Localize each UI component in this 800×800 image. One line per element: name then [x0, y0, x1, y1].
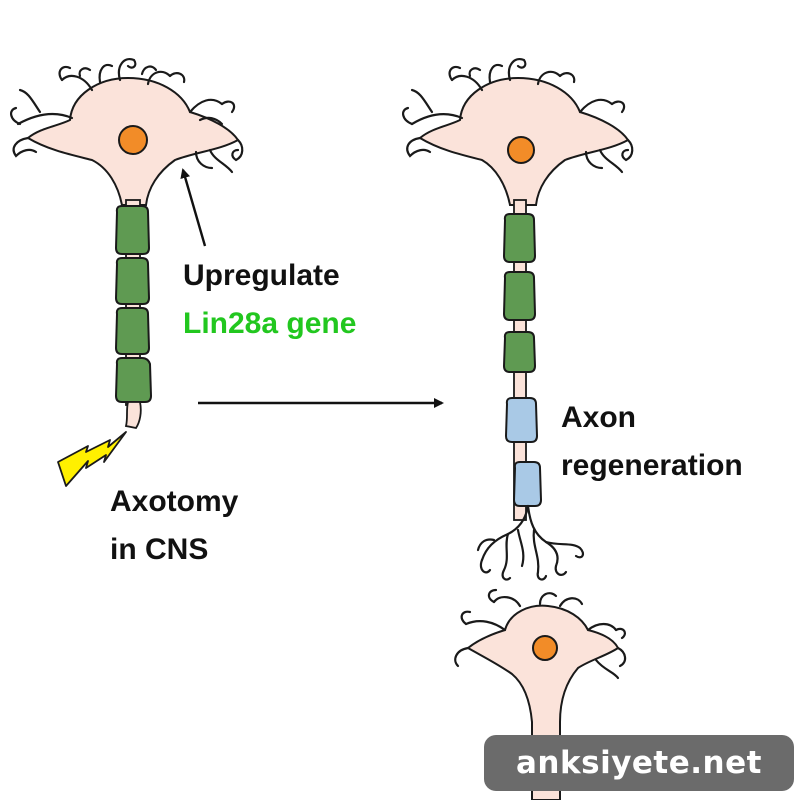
neuron-regenerated-icon: [402, 58, 634, 581]
axon-label: Axon: [561, 401, 636, 434]
neuron-target-icon: [454, 588, 627, 800]
upregulate-label: Upregulate: [183, 259, 340, 292]
dendrites: [402, 58, 634, 174]
dendrites: [10, 58, 244, 174]
soma: [466, 604, 620, 800]
nucleus: [532, 635, 558, 661]
arrow-up-icon: [180, 168, 207, 247]
axon-terminal: [476, 504, 585, 581]
myelin-segments: [502, 213, 537, 373]
neuron-injured-icon: [10, 58, 244, 430]
nucleus: [507, 136, 535, 164]
regenerated-segments: [504, 397, 543, 507]
watermark-text: anksiyete.net: [516, 745, 762, 781]
cut-axon-tip: [124, 401, 142, 430]
watermark-badge: anksiyete.net: [484, 735, 794, 791]
dendrites: [454, 588, 627, 680]
nucleus: [118, 125, 148, 155]
myelin-segments: [114, 205, 153, 403]
regeneration-label: regeneration: [561, 449, 743, 482]
axotomy-location-label: in CNS: [110, 533, 209, 566]
gene-label: Lin28a gene: [183, 307, 357, 340]
axotomy-label: Axotomy: [110, 485, 239, 518]
lightning-bolt-icon: [57, 431, 127, 487]
